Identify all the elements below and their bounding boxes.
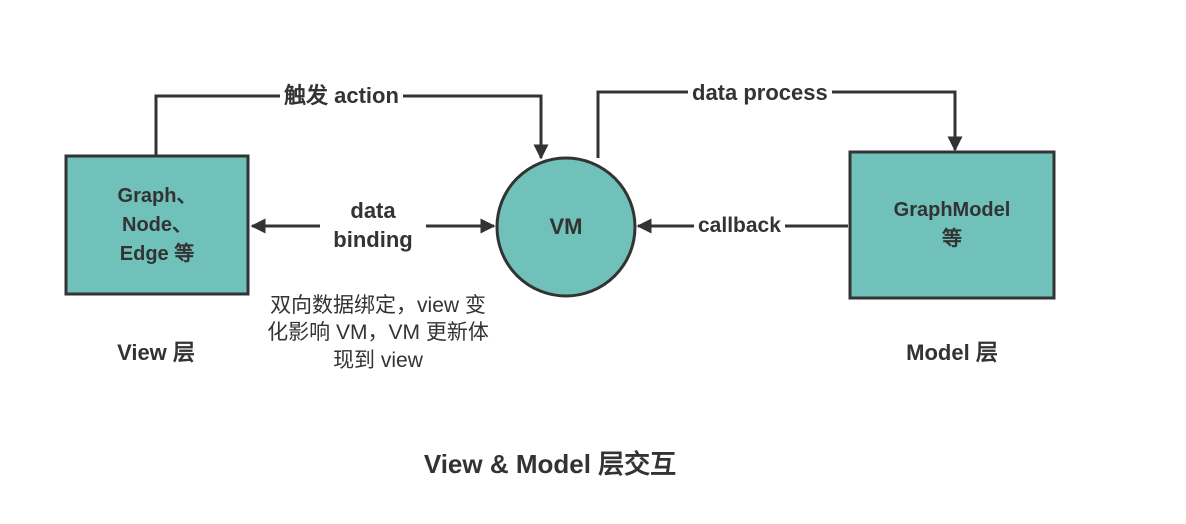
trigger-action-label: 触发 action: [280, 82, 403, 111]
model-node-box: [848, 150, 1056, 300]
data-binding-label: data binding: [320, 197, 426, 255]
binding-note: 双向数据绑定，view 变 化影响 VM，VM 更新体 现到 view: [238, 292, 518, 374]
model-node-line-1: GraphModel: [893, 199, 1011, 221]
view-layer-label: View 层: [117, 340, 195, 365]
data-binding-line-1: data: [350, 198, 396, 223]
diagram-caption: View & Model 层交互: [423, 449, 677, 479]
view-node-label: Graph、 Node、 Edge 等: [66, 156, 248, 294]
data-binding-line-2: binding: [333, 226, 413, 252]
binding-note-line-1: 双向数据绑定，view 变: [270, 294, 486, 317]
callback-label: callback: [694, 212, 785, 240]
view-node-line-1: Graph、: [117, 184, 197, 207]
model-node-label: GraphModel 等: [850, 152, 1054, 298]
binding-note-line-3: 现到 view: [333, 348, 423, 372]
model-layer-label: Model 层: [906, 340, 998, 365]
view-node-line-3: Edge 等: [119, 242, 195, 265]
view-node-box: [64, 154, 250, 296]
model-node-line-2: 等: [941, 228, 962, 250]
data-process-label: data process: [688, 79, 832, 108]
binding-note-line-2: 化影响 VM，VM 更新体: [267, 321, 489, 345]
vm-node-text: VM: [549, 214, 583, 240]
vm-node-label: VM: [497, 158, 635, 296]
vm-node-circle: [495, 156, 637, 298]
view-node-line-2: Node、: [122, 213, 192, 236]
